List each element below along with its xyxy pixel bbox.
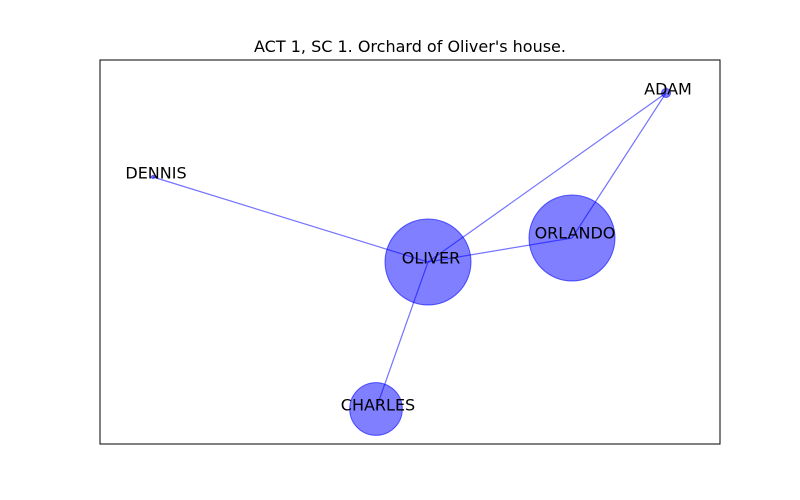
label-layer: ADAM DENNIS OLIVER ORLANDO CHARLES	[125, 80, 691, 415]
node-oliver	[384, 218, 472, 306]
node-orlando	[528, 194, 616, 282]
figure-title: ACT 1, SC 1. Orchard of Oliver's house.	[254, 37, 566, 56]
node-charles	[349, 382, 403, 436]
edge-dennis-oliver	[152, 176, 429, 263]
node-dennis	[151, 175, 155, 179]
edge-oliver-adam	[427, 92, 667, 263]
node-label-charles: CHARLES	[341, 396, 415, 415]
node-label-adam: ADAM	[644, 80, 692, 99]
node-layer	[151, 88, 671, 436]
node-label-orlando: ORLANDO	[535, 224, 616, 243]
node-label-oliver: OLIVER	[402, 249, 460, 268]
node-label-dennis: DENNIS	[125, 164, 186, 183]
node-adam	[661, 88, 671, 98]
